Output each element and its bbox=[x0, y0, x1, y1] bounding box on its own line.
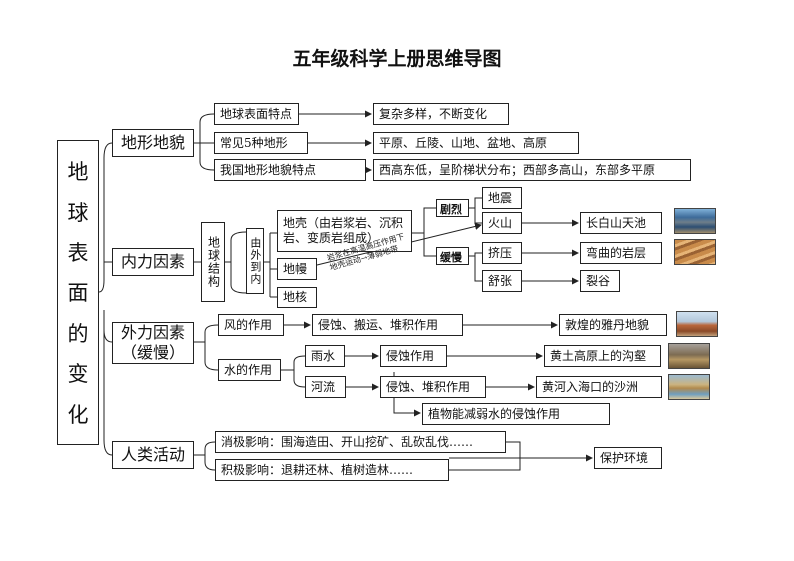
stretch-result: 裂谷 bbox=[580, 270, 620, 292]
branch-external: 外力因素 （缓慢） bbox=[112, 322, 194, 364]
root-char: 球 bbox=[67, 200, 89, 225]
river-effect: 侵蚀、堆积作用 bbox=[380, 376, 486, 398]
human-result: 保护环境 bbox=[594, 447, 662, 469]
branch-landform: 地形地貌 bbox=[112, 129, 194, 157]
volcano-example: 长白山天池 bbox=[580, 212, 662, 234]
rain-effect: 侵蚀作用 bbox=[380, 345, 447, 367]
external-label-line1: 外力因素 bbox=[120, 323, 185, 342]
landform-result-china: 西高东低，呈阶梯状分布；西部多高山，东部多平原 bbox=[373, 159, 691, 181]
tag-fast: 剧烈 bbox=[436, 199, 469, 217]
human-negative: 消极影响：围海造田、开山挖矿、乱砍乱伐…… bbox=[215, 431, 506, 453]
branch-human: 人类活动 bbox=[112, 441, 194, 469]
layer-core: 地核 bbox=[277, 287, 317, 308]
curved-rock-photo bbox=[674, 239, 716, 265]
layer-mantle: 地幔 bbox=[277, 258, 317, 280]
rain-result: 黄土高原上的沟壑 bbox=[544, 345, 661, 367]
landform-item-feature: 地球表面特点 bbox=[214, 103, 299, 125]
human-positive: 积极影响：退耕还林、植树造林…… bbox=[215, 459, 449, 481]
earth-structure-label: 地球结构 bbox=[201, 222, 225, 302]
landform-result-feature: 复杂多样，不断变化 bbox=[373, 103, 509, 125]
root-char: 面 bbox=[67, 281, 89, 306]
yardang-photo bbox=[676, 311, 718, 337]
stretch-box: 舒张 bbox=[482, 270, 522, 292]
tag-slow: 缓慢 bbox=[436, 247, 469, 265]
river-result: 黄河入海口的沙洲 bbox=[536, 376, 662, 398]
landform-item-types: 常见5种地形 bbox=[214, 132, 308, 154]
water-box: 水的作用 bbox=[218, 359, 281, 381]
landform-item-china: 我国地形地貌特点 bbox=[214, 159, 366, 181]
squeeze-result: 弯曲的岩层 bbox=[580, 242, 662, 264]
squeeze-box: 挤压 bbox=[482, 242, 522, 264]
plant-note: 植物能减弱水的侵蚀作用 bbox=[422, 403, 610, 425]
river-box: 河流 bbox=[305, 376, 346, 398]
volcano-box: 火山 bbox=[482, 212, 522, 234]
direction-label: 由外到内 bbox=[246, 228, 264, 294]
wind-result: 敦煌的雅丹地貌 bbox=[559, 314, 667, 336]
changbai-tianchi-photo bbox=[674, 208, 716, 234]
yellow-river-delta-photo bbox=[668, 374, 710, 400]
rain-box: 雨水 bbox=[305, 345, 345, 367]
root-topic: 地 球 表 面 的 变 化 bbox=[57, 140, 99, 445]
external-label-line2: （缓慢） bbox=[120, 343, 185, 362]
root-char: 化 bbox=[67, 402, 89, 427]
root-char: 地 bbox=[67, 160, 89, 185]
loess-gully-photo bbox=[668, 343, 710, 369]
layer-crust: 地壳（由岩浆岩、沉积岩、变质岩组成） bbox=[277, 210, 412, 252]
landform-result-types: 平原、丘陵、山地、盆地、高原 bbox=[373, 132, 579, 154]
earthquake-box: 地震 bbox=[482, 187, 522, 209]
root-char: 表 bbox=[67, 241, 89, 266]
root-char: 的 bbox=[67, 321, 89, 346]
branch-internal: 内力因素 bbox=[112, 248, 194, 276]
root-char: 变 bbox=[67, 362, 89, 387]
wind-box: 风的作用 bbox=[218, 314, 284, 336]
page-title: 五年级科学上册思维导图 bbox=[292, 48, 502, 70]
wind-effect: 侵蚀、搬运、堆积作用 bbox=[312, 314, 463, 336]
